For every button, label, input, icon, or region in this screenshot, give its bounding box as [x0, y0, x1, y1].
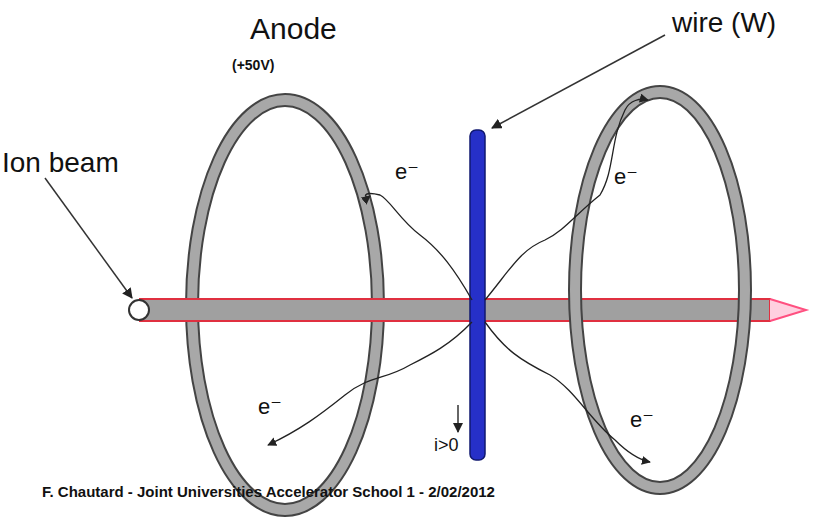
- electron-label: e⁻: [395, 160, 419, 184]
- voltage-label: (+50V): [232, 58, 274, 73]
- electron-label: e⁻: [258, 395, 282, 419]
- footer-note: F. Chautard - Joint Universities Acceler…: [42, 484, 495, 501]
- part-label: wire (W): [672, 8, 776, 39]
- electron-tracks: [268, 99, 650, 462]
- leader-arrows: [45, 35, 665, 432]
- ion-beam: [129, 299, 806, 321]
- electron-label: e⁻: [614, 165, 638, 189]
- tungsten-wire: [470, 130, 485, 460]
- part-label: Anode: [250, 12, 337, 45]
- ring-electrode: [575, 92, 745, 488]
- electron-label: e⁻: [630, 408, 654, 432]
- current-label: i>0: [434, 436, 459, 456]
- part-label: Ion beam: [2, 148, 119, 179]
